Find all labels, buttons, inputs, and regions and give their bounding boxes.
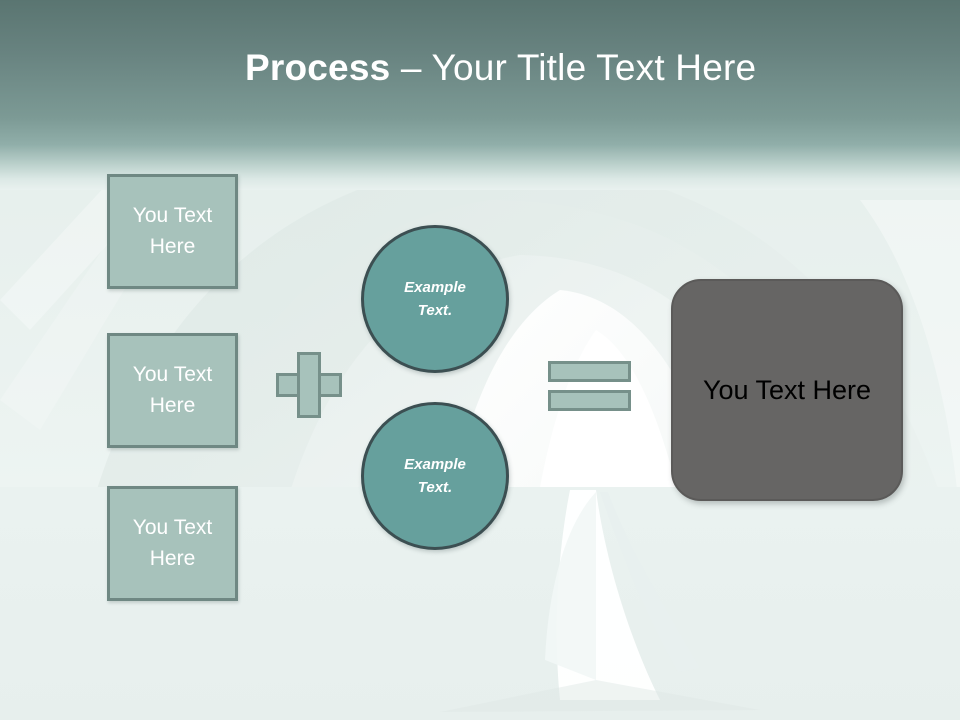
page-title-strong: Process: [245, 47, 391, 88]
equals-icon-top-bar: [548, 361, 631, 382]
equals-icon-bottom-bar: [548, 390, 631, 411]
result-box[interactable]: You Text Here: [671, 279, 903, 501]
page-title-rest: – Your Title Text Here: [390, 47, 757, 88]
equals-icon: [548, 361, 631, 411]
result-box-label: You Text Here: [702, 374, 872, 405]
plus-icon: [276, 352, 342, 418]
page-title: Process – Your Title Text Here: [245, 47, 757, 89]
plus-icon-center: [300, 376, 318, 394]
